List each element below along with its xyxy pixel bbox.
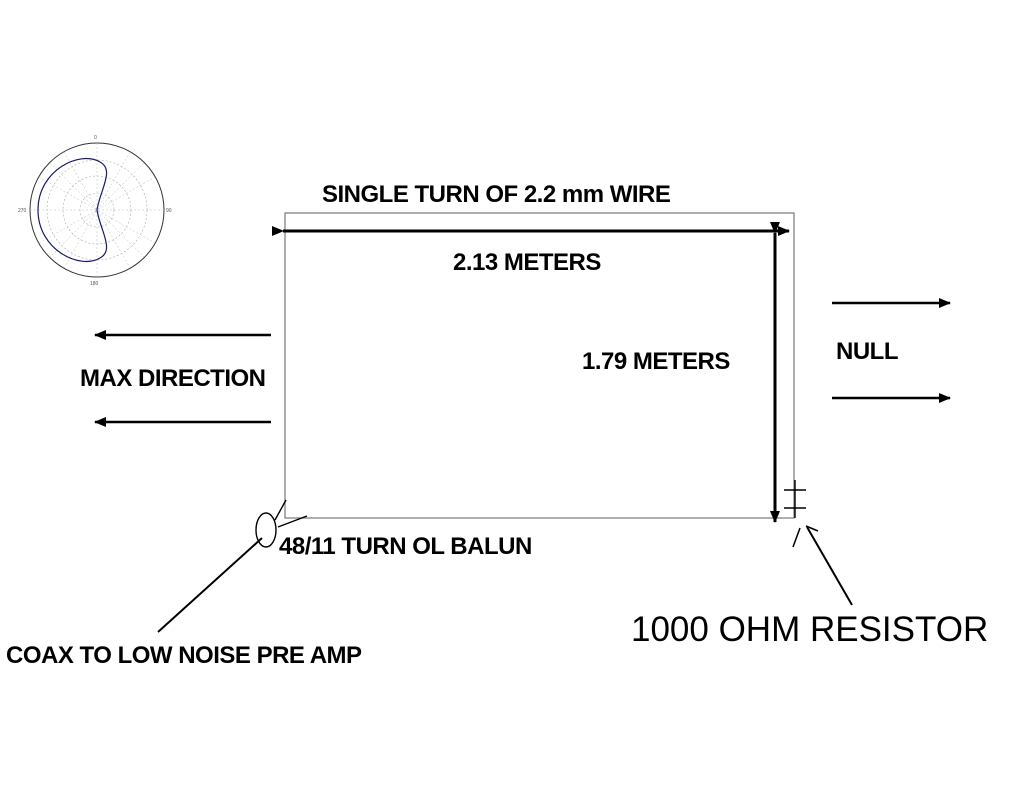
balun-symbol [255,499,308,548]
resistor-label: 1000 OHM RESISTOR [631,610,989,649]
polar-pattern: 0 90 180 270 [18,135,172,287]
svg-text:180: 180 [90,281,99,287]
svg-text:0: 0 [94,135,97,141]
resistor-symbol [784,480,806,518]
width-label: 2.13 METERS [453,249,601,276]
wire-label: SINGLE TURN OF 2.2 mm WIRE [322,181,671,208]
null-label: NULL [836,338,898,365]
cardioid-curve [37,157,108,263]
wire-loop [284,212,795,519]
balun-label: 48/11 TURN OL BALUN [279,533,532,560]
coax-pointer [157,537,263,633]
max-direction-label: MAX DIRECTION [80,365,266,392]
resistor-pointer [806,526,853,606]
svg-text:90: 90 [166,208,172,214]
svg-text:270: 270 [18,208,27,214]
height-label: 1.79 METERS [582,348,730,375]
coax-label: COAX TO LOW NOISE PRE AMP [6,642,362,669]
